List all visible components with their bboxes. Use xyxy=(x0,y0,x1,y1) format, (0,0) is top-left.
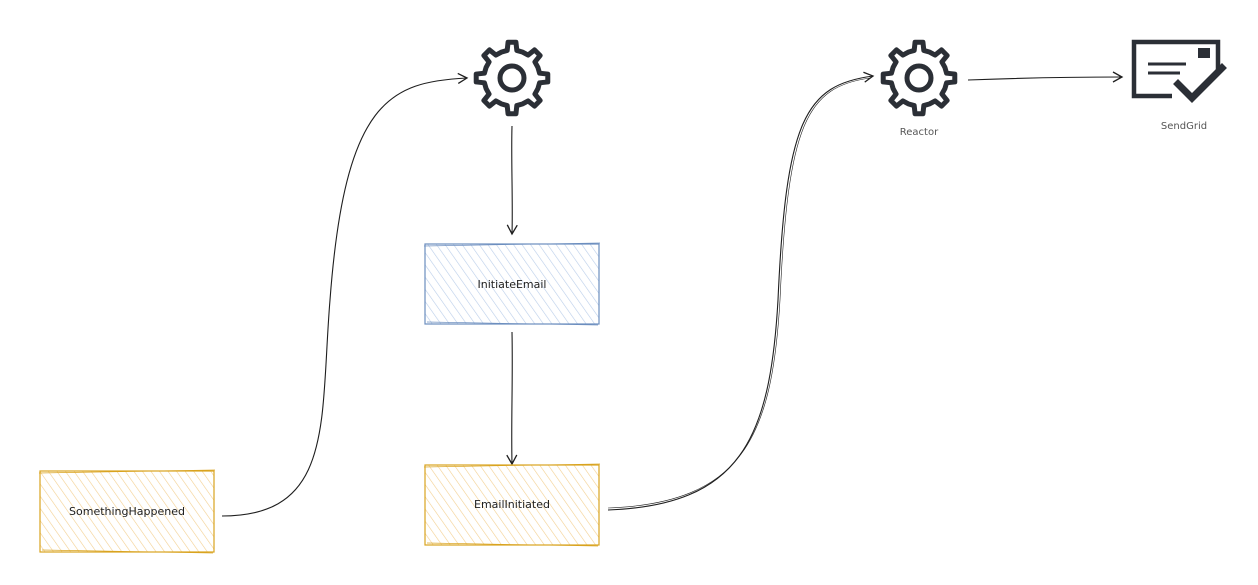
reactor-label: Reactor xyxy=(900,127,939,138)
arrow-reactor-to-sendgrid xyxy=(967,71,1124,83)
sendgrid-label: SendGrid xyxy=(1161,121,1207,132)
command-box-initiateemail[interactable]: InitiateEmail xyxy=(423,242,601,326)
arrow-emailinitiated-to-reactor xyxy=(607,71,875,511)
arrow-somethinghappened-to-gear xyxy=(221,72,469,517)
gear-body xyxy=(880,39,958,117)
gear-hole xyxy=(497,63,527,93)
gear-icon[interactable] xyxy=(880,39,958,117)
event-box-emailinitiated[interactable]: EmailInitiated xyxy=(423,463,601,547)
event-box-somethinghappened[interactable]: SomethingHappened xyxy=(38,469,216,554)
connectors xyxy=(221,71,1124,517)
arrow-emailinitiated-to-reactor-sketch xyxy=(607,77,871,509)
command-label-initiateemail: InitiateEmail xyxy=(478,278,547,291)
arrow-gear-to-initiateemail xyxy=(506,125,518,236)
event-label-emailinitiated: EmailInitiated xyxy=(474,498,550,511)
arrow-initiateemail-to-emailinitiated xyxy=(506,331,518,466)
gear-icon[interactable] xyxy=(473,39,551,117)
mail-check-icon[interactable] xyxy=(1131,39,1227,103)
gear-body xyxy=(473,39,551,117)
gear-hole xyxy=(904,63,934,93)
event-label-somethinghappened: SomethingHappened xyxy=(69,505,185,518)
